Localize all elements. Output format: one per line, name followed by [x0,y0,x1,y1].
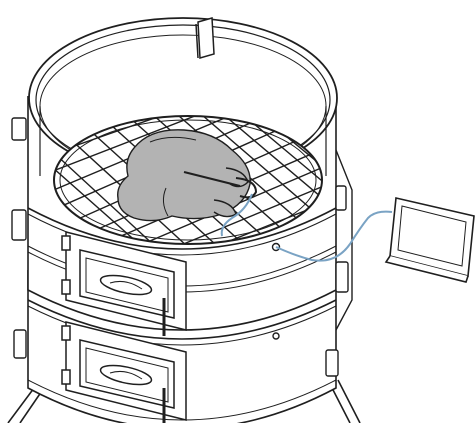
lower-access-door [61,321,187,423]
remote-receiver [384,197,475,283]
probe-cable [220,193,393,262]
temperature-probe [183,171,258,199]
smoker-interior [39,106,327,176]
lid-handle [195,17,215,59]
side-latches [11,117,353,377]
upper-access-door [61,231,187,336]
